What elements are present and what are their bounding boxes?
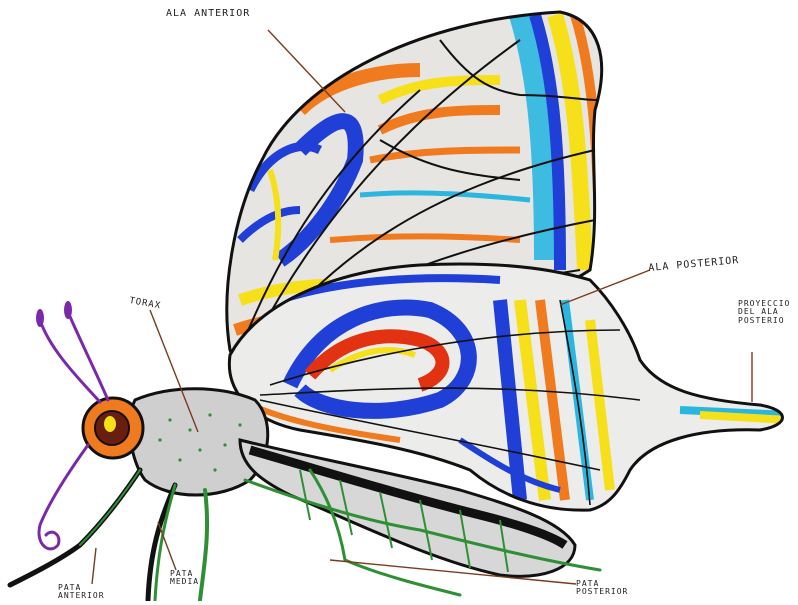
eye-highlight (104, 416, 116, 432)
label-pata-posterior: PATA POSTERIOR (576, 580, 628, 597)
label-pata-anterior: PATA ANTERIOR (58, 584, 105, 601)
antenna-tips (36, 301, 72, 327)
label-pata-media: PATA MEDIA (170, 570, 199, 587)
head (83, 398, 143, 458)
label-ala-anterior: ALA ANTERIOR (166, 9, 250, 20)
label-proyeccion-ala-posterior: PROYECCIO DEL ALA POSTERIO (738, 300, 790, 325)
leader-ala-anterior (268, 30, 345, 112)
middle-leg-2 (200, 490, 207, 600)
leader-pata-anterior (92, 548, 96, 584)
proboscis (39, 445, 88, 549)
front-leg (10, 470, 140, 585)
